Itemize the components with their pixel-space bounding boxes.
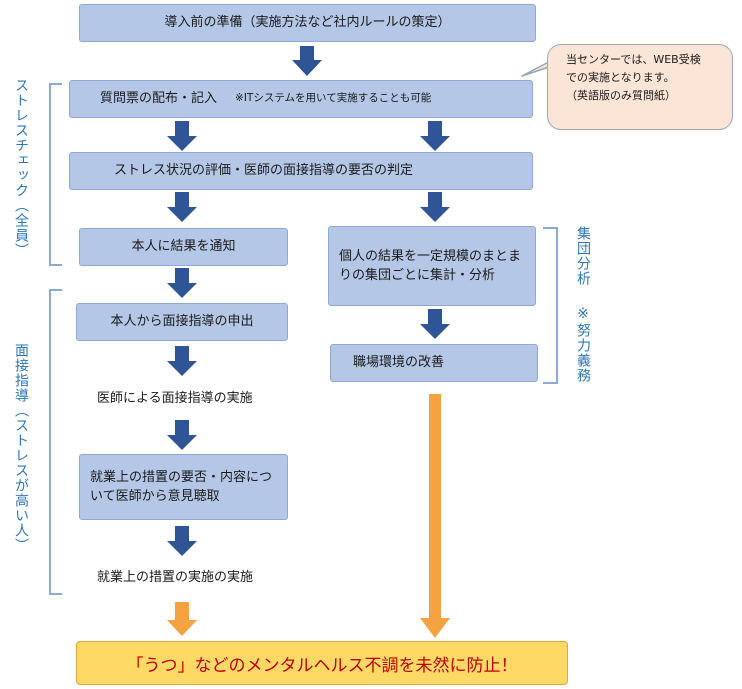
step-evaluation: ストレス状況の評価・医師の面接指導の要否の判定 (69, 152, 533, 190)
side-label-interview: 面接指導（ストレスが高い人） (13, 343, 29, 553)
step-opinion-label: 就業上の措置の要否・内容について医師から意見聴取 (90, 469, 273, 505)
final-goal: 「うつ」などのメンタルヘルス不調を未然に防止！ (76, 641, 568, 685)
step-questionnaire-note: ※ITシステムを用いて実施することも可能 (235, 92, 432, 105)
arrow-prep-to-questionnaire (292, 46, 322, 76)
group-analysis-bracket (543, 227, 558, 384)
step-preparation-label: 導入前の準備（実施方法など社内ルールの策定） (164, 15, 451, 31)
arrow-improvement-to-goal (420, 394, 450, 638)
step-notify-label: 本人に結果を通知 (131, 239, 236, 255)
step-questionnaire: 質問票の配布・記入 ※ITシステムを用いて実施することも可能 (69, 80, 533, 118)
side-label-group-analysis: 集団分析 (575, 226, 591, 286)
web-exam-callout: 当センターでは、WEB受検 での実施となります。 （英語版のみ質問紙） (547, 44, 733, 130)
step-evaluation-label: ストレス状況の評価・医師の面接指導の要否の判定 (114, 163, 414, 179)
step-preparation: 導入前の準備（実施方法など社内ルールの策定） (79, 4, 536, 42)
step-improvement-label: 職場環境の改善 (353, 355, 445, 371)
step-notify: 本人に結果を通知 (79, 228, 288, 266)
step-group-tally: 個人の結果を一定規模のまとまりの集団ごとに集計・分析 (328, 226, 536, 306)
arrow-group-to-improvement (420, 309, 450, 339)
step-request-label: 本人から面接指導の申出 (110, 314, 254, 330)
step-group-tally-label: 個人の結果を一定規模のまとまりの集団ごとに集計・分析 (339, 248, 522, 284)
step-request: 本人から面接指導の申出 (76, 303, 288, 341)
side-label-stress-check: ストレスチェック（全員） (13, 78, 29, 258)
side-label-effort: ※努力義務 (575, 306, 591, 383)
arrow-opinion-to-measures (167, 526, 197, 556)
arrow-questionnaire-to-eval-left (167, 121, 197, 151)
callout-line-3: （英語版のみ質問紙） (566, 89, 676, 103)
step-improvement: 職場環境の改善 (330, 344, 538, 382)
arrow-eval-to-group (420, 192, 450, 222)
arrow-measures-to-goal (167, 602, 197, 636)
callout-line-2: での実施となります。 (566, 71, 675, 85)
step-opinion: 就業上の措置の要否・内容について医師から意見聴取 (79, 454, 288, 520)
step-doctor-interview: 医師による面接指導の実施 (97, 391, 253, 406)
callout-line-1: 当センターでは、WEB受検 (566, 53, 701, 66)
arrow-notify-to-request (167, 268, 197, 298)
interview-bracket (49, 289, 62, 595)
arrow-questionnaire-to-eval-right (420, 121, 450, 151)
step-measures: 就業上の措置の実施の実施 (97, 570, 254, 585)
step-questionnaire-label: 質問票の配布・記入 (100, 91, 218, 107)
arrow-request-to-doctor (167, 346, 197, 376)
stress-check-bracket (49, 83, 62, 266)
arrow-doctor-to-opinion (167, 420, 197, 450)
arrow-eval-to-notify (167, 192, 197, 222)
final-goal-label: 「うつ」などのメンタルヘルス不調を未然に防止！ (126, 655, 518, 676)
